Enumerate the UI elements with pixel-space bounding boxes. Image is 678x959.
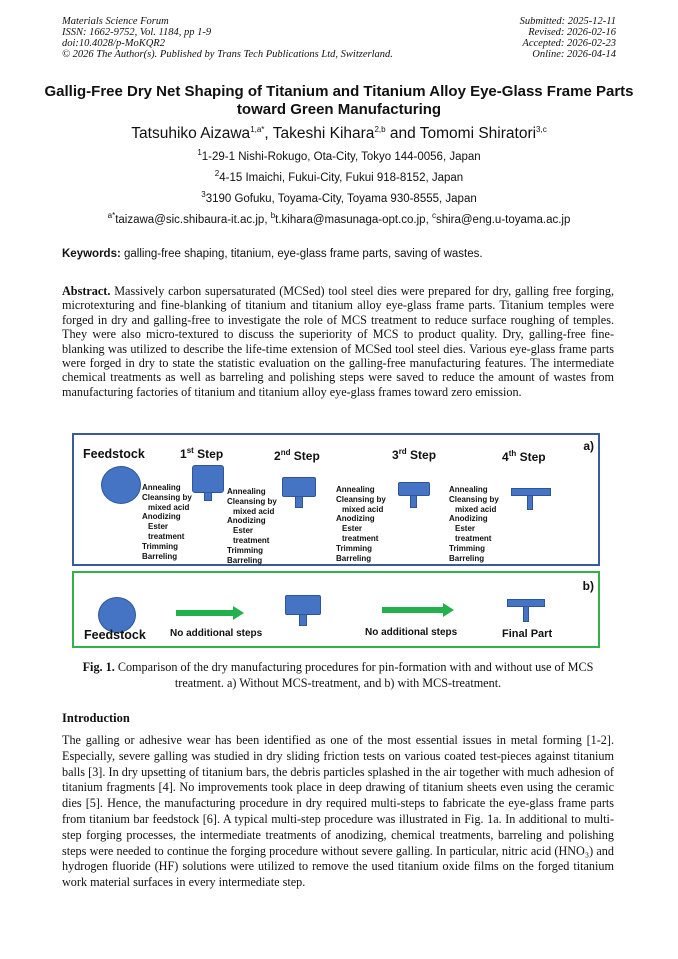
- step-label: 2nd Step: [274, 448, 320, 464]
- journal-header: Materials Science Forum ISSN: 1662-9752,…: [62, 16, 393, 60]
- affiliation-text: 3190 Gofuku, Toyama-City, Toyama 930-855…: [205, 193, 477, 205]
- author-separator: ,: [264, 125, 273, 142]
- keywords-label: Keywords:: [62, 248, 121, 260]
- author-sup: 1,a*: [250, 124, 265, 134]
- email-list: a*taizawa@sic.shibaura-it.ac.jp, bt.kiha…: [107, 211, 571, 226]
- abstract: Abstract. Massively carbon supersaturate…: [62, 284, 614, 399]
- author-sup: 3,c: [536, 124, 547, 134]
- mid-part-shape: [285, 595, 321, 615]
- caption-label: Fig. 1.: [82, 660, 115, 674]
- author-sup: 2,b: [374, 124, 386, 134]
- step3-stem-shape: [410, 495, 417, 508]
- author-name: Tomomi Shiratori: [419, 125, 537, 142]
- green-arrow-shaft: [382, 607, 444, 613]
- affiliation-text: 4-15 Imaichi, Fukui-City, Fukui 918-8152…: [219, 172, 464, 184]
- author-name: Takeshi Kihara: [272, 125, 375, 142]
- figure-caption: Fig. 1. Comparison of the dry manufactur…: [62, 659, 614, 691]
- step3-part-shape: [398, 482, 430, 496]
- figure-panel-b: b) Feedstock No additional steps No addi…: [72, 571, 600, 648]
- copyright-line: © 2026 The Author(s). Published by Trans…: [62, 49, 393, 60]
- email-link[interactable]: taizawa@sic.shibaura-it.ac.jp: [115, 214, 265, 226]
- journal-name: Materials Science Forum: [62, 16, 169, 27]
- feedstock-ball-shape: [98, 597, 136, 633]
- online-date: Online: 2026-04-14: [532, 49, 616, 60]
- no-steps-label: No additional steps: [365, 627, 458, 638]
- author-list: Tatsuhiko Aizawa1,a*, Takeshi Kihara2,b …: [0, 125, 678, 143]
- email-sup: a*: [107, 211, 116, 221]
- figure-panel-a: a) Feedstock 1st Step 2nd Step 3rd Step …: [72, 433, 600, 566]
- dates-header: Submitted: 2025-12-11 Revised: 2026-02-1…: [520, 16, 616, 60]
- paper-title: Gallig-Free Dry Net Shaping of Titanium …: [44, 83, 634, 118]
- feedstock-label: Feedstock: [83, 447, 145, 461]
- keywords-text: galling-free shaping, titanium, eye-glas…: [120, 248, 483, 260]
- feedstock-ball-shape: [101, 466, 141, 504]
- affiliation-text: 1-29-1 Nishi-Rokugo, Ota-City, Tokyo 144…: [201, 151, 481, 163]
- abstract-label: Abstract.: [62, 284, 111, 298]
- step1-part-shape: [192, 465, 224, 493]
- affiliation-sup: 3: [201, 190, 206, 200]
- introduction-text: The galling or adhesive wear has been id…: [62, 733, 614, 890]
- panel-tag: b): [582, 579, 594, 593]
- affiliation-sup: 2: [214, 169, 220, 179]
- step-label: 1st Step: [180, 446, 224, 462]
- affiliation-sup: 1: [197, 148, 202, 158]
- email-sup: b: [270, 211, 276, 221]
- affiliation: 33190 Gofuku, Toyama-City, Toyama 930-85…: [0, 190, 678, 205]
- green-arrowhead: [233, 606, 244, 620]
- mid-stem-shape: [299, 614, 307, 626]
- final-stem-shape: [523, 606, 529, 622]
- email-link[interactable]: shira@eng.u-toyama.ac.jp: [435, 214, 571, 226]
- accepted-date: Accepted: 2026-02-23: [522, 38, 616, 49]
- author-name: Tatsuhiko Aizawa: [131, 125, 251, 142]
- step2-part-shape: [282, 477, 316, 497]
- section-heading: Introduction: [62, 711, 130, 725]
- keywords: Keywords: galling-free shaping, titanium…: [62, 248, 483, 260]
- green-arrowhead: [443, 603, 454, 617]
- email-link[interactable]: t.kihara@masunaga-opt.co.jp: [275, 214, 426, 226]
- panel-tag: a): [583, 439, 594, 453]
- no-steps-label: No additional steps: [170, 628, 263, 639]
- issn-line: ISSN: 1662-9752, Vol. 1184, pp 1-9: [62, 27, 212, 38]
- green-arrow-shaft: [176, 610, 234, 616]
- revised-date: Revised: 2026-02-16: [528, 27, 616, 38]
- feedstock-label: Feedstock: [84, 628, 146, 642]
- submitted-date: Submitted: 2025-12-11: [519, 16, 616, 27]
- step1-stem-shape: [204, 492, 212, 501]
- abstract-text: Massively carbon supersaturated (MCSed) …: [62, 284, 614, 399]
- author-separator: and: [385, 125, 420, 142]
- affiliation: 11-29-1 Nishi-Rokugo, Ota-City, Tokyo 14…: [0, 148, 678, 163]
- email-sup: c: [431, 211, 436, 221]
- step-label: 4th Step: [502, 449, 546, 465]
- caption-text: Comparison of the dry manufacturing proc…: [114, 660, 594, 690]
- step-label: 3rd Step: [392, 447, 437, 463]
- step4-stem-shape: [527, 495, 533, 510]
- step2-stem-shape: [295, 496, 303, 508]
- doi-line: doi:10.4028/p-MoKQR2: [62, 38, 165, 49]
- affiliation: 24-15 Imaichi, Fukui-City, Fukui 918-815…: [0, 169, 678, 184]
- final-part-label: Final Part: [502, 628, 553, 640]
